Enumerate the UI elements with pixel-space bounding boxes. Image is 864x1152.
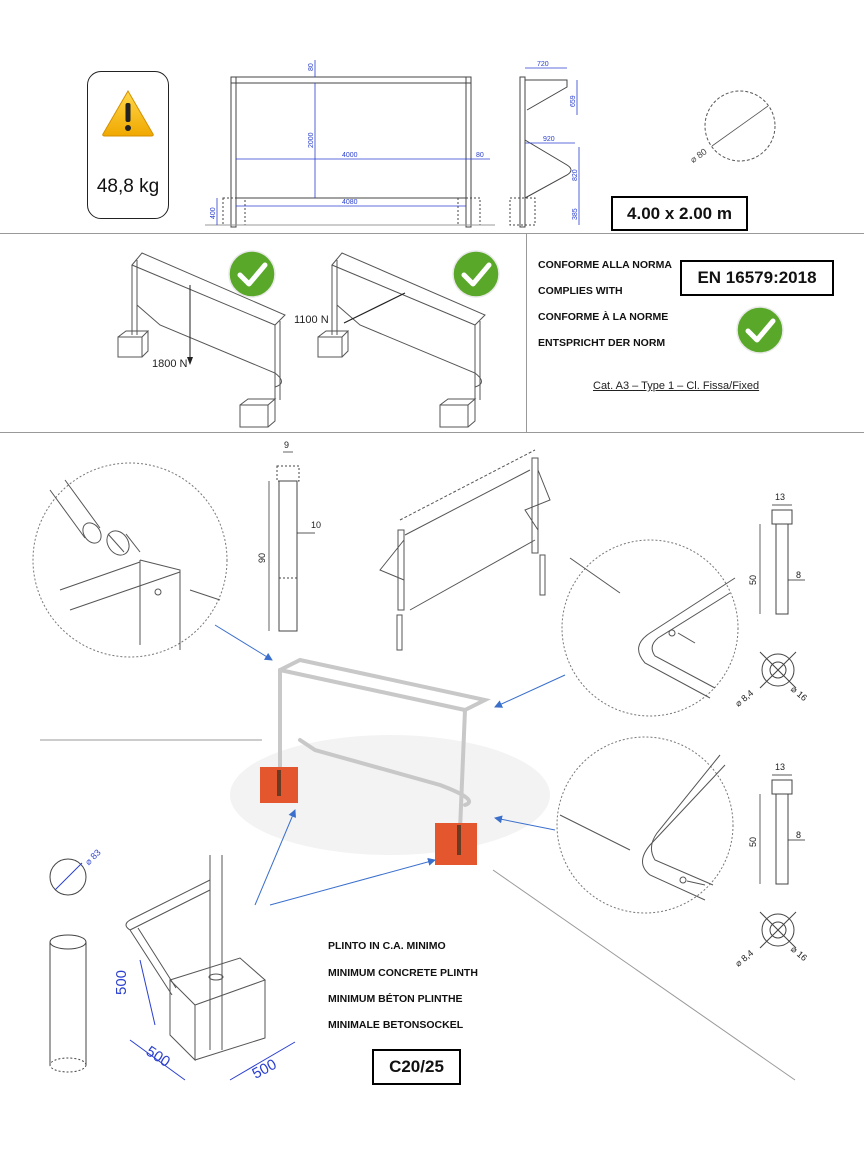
side-dim-upper: 659 xyxy=(570,95,577,107)
plinth-line-de: MINIMALE BETONSOCKEL xyxy=(328,1019,464,1031)
bolt-shank-label: 8 xyxy=(796,570,801,580)
dim-height-label: 2000 xyxy=(308,132,315,148)
side-dim-lower-depth: 920 xyxy=(543,136,555,143)
divider xyxy=(492,869,796,1081)
concrete-class-box: C20/25 xyxy=(372,1049,461,1085)
pin-length-label: 90 xyxy=(257,553,267,563)
side-dim-mid: 820 xyxy=(572,169,579,181)
dim-bottom-width-label: 4080 xyxy=(342,199,358,206)
side-dim-top: 720 xyxy=(537,61,549,68)
norm-line-fr: CONFORME À LA NORME xyxy=(538,311,669,323)
divider xyxy=(0,432,864,433)
category-label: Cat. A3 – Type 1 – Cl. Fissa/Fixed xyxy=(593,380,760,392)
bolt-dimension-drawing: 13 50 8 ⌀ 8,4 ⌀ 16 xyxy=(733,492,809,709)
pin-inner-label: 10 xyxy=(311,520,321,530)
goal-render xyxy=(230,657,550,865)
bolt-length-label-2: 50 xyxy=(748,837,758,847)
front-elevation-drawing: 80 2000 4000 80 4080 400 xyxy=(205,60,495,228)
pin-drawing: 9 10 90 xyxy=(257,440,321,632)
norm-line-en: COMPLIES WITH xyxy=(538,285,623,297)
horizontal-load-label: 1100 N xyxy=(294,314,329,326)
weight-panel xyxy=(87,71,169,219)
check-icon xyxy=(452,250,500,298)
vertical-load-label: 1800 N xyxy=(152,358,188,370)
goal-size-box: 4.00 x 2.00 m xyxy=(611,196,748,231)
pin-width-label: 9 xyxy=(284,440,289,450)
standard-box: EN 16579:2018 xyxy=(680,260,834,296)
norm-line-de: ENTSPRICHT DER NORM xyxy=(538,337,666,349)
check-icon xyxy=(736,306,784,354)
bolt-head-label: 13 xyxy=(775,492,785,502)
sleeve-drawing: ⌀ 83 xyxy=(49,847,103,1073)
plinth-line-en: MINIMUM CONCRETE PLINTH xyxy=(328,967,478,979)
dim-top-label: 80 xyxy=(308,63,315,71)
side-elevation-drawing: 720 659 920 820 385 xyxy=(509,61,580,228)
weight-value: 48,8 kg xyxy=(96,176,160,197)
divider xyxy=(526,233,527,433)
tube-section-drawing: ⌀ 80 xyxy=(688,90,776,165)
bolt-shank-label-2: 8 xyxy=(796,830,801,840)
plinth-line-it: PLINTO IN C.A. MINIMO xyxy=(328,940,446,952)
plinth-depth-label: 500 xyxy=(249,1056,279,1083)
norm-line-it: CONFORME ALLA NORMA xyxy=(538,259,672,271)
horizontal-load-test-drawing: 1100 N xyxy=(294,252,486,428)
vertical-load-test-drawing: 1800 N xyxy=(117,252,286,428)
divider xyxy=(0,233,864,234)
bolt-head-label-2: 13 xyxy=(775,762,785,772)
plinth-height-label: 500 xyxy=(113,970,130,995)
warning-icon xyxy=(102,90,154,137)
bolt-dimension-drawing-2: 13 50 8 ⌀ 8,4 ⌀ 16 xyxy=(733,762,809,969)
dim-base-label: 400 xyxy=(210,207,217,219)
check-icon xyxy=(228,250,276,298)
bolt-detail-drawing xyxy=(561,539,739,717)
sleeve-detail-drawing xyxy=(32,462,228,658)
dim-side-label: 80 xyxy=(476,152,484,159)
plinth-line-fr: MINIMUM BÉTON PLINTHE xyxy=(328,993,463,1005)
side-dim-base: 385 xyxy=(572,208,579,220)
exploded-view-drawing xyxy=(379,449,551,651)
bolt-detail-drawing-2 xyxy=(556,736,734,914)
dim-inner-width-label: 4000 xyxy=(342,152,358,159)
bolt-length-label: 50 xyxy=(748,575,758,585)
plinth-width-label: 500 xyxy=(143,1043,173,1071)
plinth-drawing: 500 500 500 xyxy=(113,855,296,1083)
